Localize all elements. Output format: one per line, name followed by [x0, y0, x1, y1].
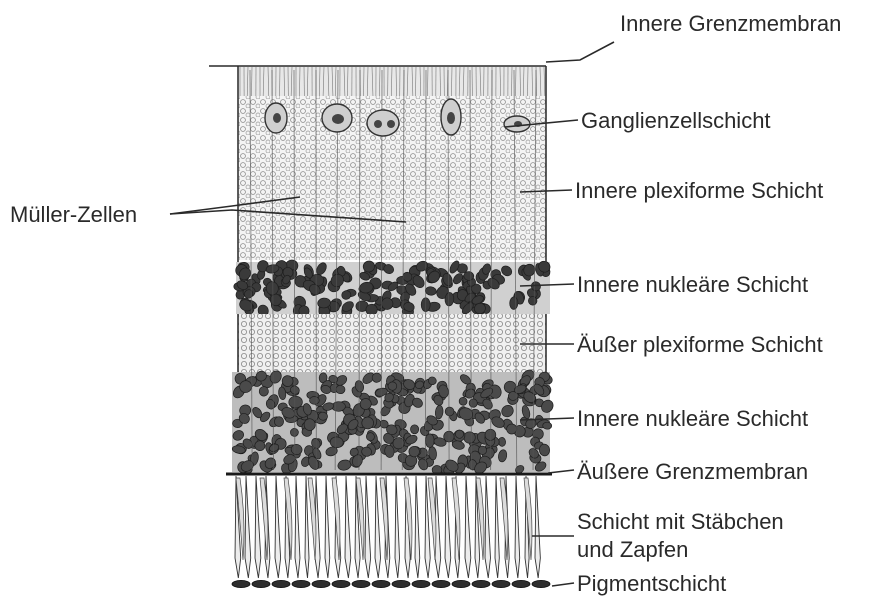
tissue-block	[226, 66, 555, 588]
label-rods-cones-line1: Schicht mit Stäbchen	[577, 509, 784, 534]
pigment-cells	[232, 580, 550, 587]
rods-and-cones	[235, 476, 540, 578]
label-outer-plexiform-layer: Äußer plexiforme Schicht	[577, 332, 823, 357]
label-outer-limiting-membrane: Äußere Grenzmembran	[577, 459, 808, 484]
label-ganglion-cell-layer: Ganglienzellschicht	[581, 108, 771, 133]
label-inner-plexiform-layer: Innere plexiforme Schicht	[575, 178, 823, 203]
label-mueller-cells: Müller-Zellen	[10, 202, 137, 227]
label-pigment-layer: Pigmentschicht	[577, 571, 726, 596]
label-inner-nuclear-layer-2: Innere nukleäre Schicht	[577, 406, 808, 431]
label-inner-limiting-membrane: Innere Grenzmembran	[620, 11, 841, 36]
label-rods-cones-line2: und Zapfen	[577, 537, 688, 562]
label-inner-nuclear-layer-1: Innere nukleäre Schicht	[577, 272, 808, 297]
outer-plexiform-area	[238, 314, 546, 372]
